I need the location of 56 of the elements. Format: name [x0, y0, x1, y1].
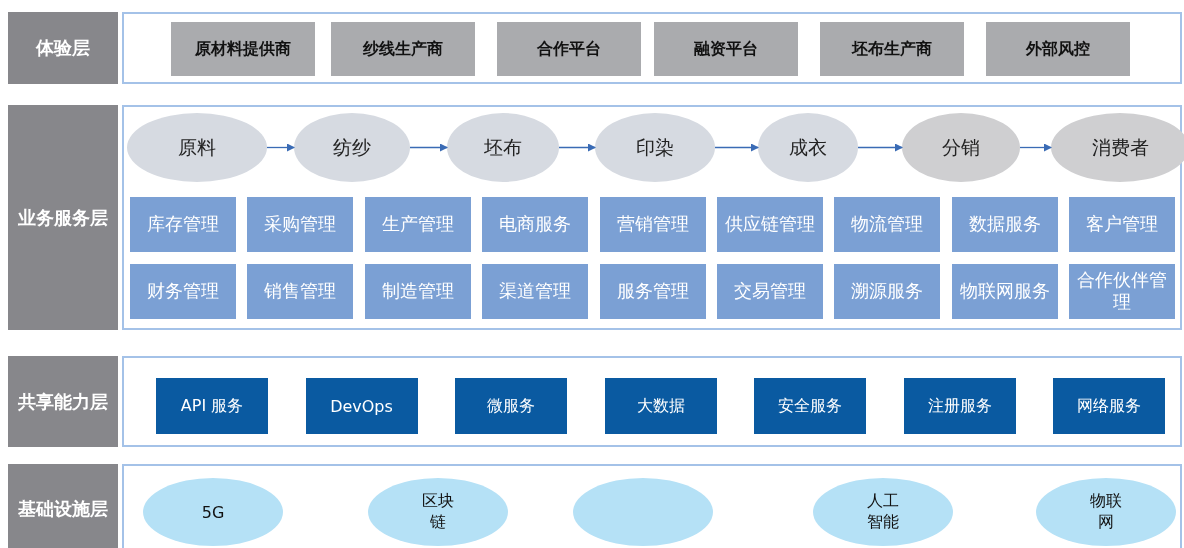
- service-box: 交易管理: [717, 264, 823, 319]
- service-box: 服务管理: [599, 264, 706, 319]
- service-box: 物流管理: [834, 197, 941, 252]
- capability-box: 网络服务: [1053, 378, 1165, 434]
- stage-ellipse: 纺纱: [294, 113, 410, 182]
- layer-label: 体验层: [8, 12, 118, 84]
- service-box: 财务管理: [130, 264, 236, 319]
- role-box: 外部风控: [986, 22, 1130, 76]
- layer-panel: [122, 105, 1182, 330]
- role-box: 坯布生产商: [820, 22, 964, 76]
- layer-label: 基础设施层: [8, 464, 118, 548]
- service-box: 电商服务: [482, 197, 589, 252]
- stage-ellipse: 坯布: [447, 113, 559, 182]
- stage-ellipse: 成衣: [758, 113, 858, 182]
- service-box: 合作伙伴管理: [1069, 264, 1176, 319]
- infrastructure-ellipse: 人工智能: [813, 478, 953, 546]
- capability-box: 安全服务: [754, 378, 866, 434]
- arrow: [558, 143, 596, 152]
- service-box: 数据服务: [951, 197, 1058, 252]
- service-box: 溯源服务: [834, 264, 941, 319]
- role-box: 融资平台: [654, 22, 798, 76]
- stage-ellipse: 消费者: [1051, 113, 1184, 182]
- arrow: [266, 143, 295, 152]
- service-box: 渠道管理: [482, 264, 589, 319]
- layer-panel: [122, 12, 1182, 84]
- service-box: 客户管理: [1069, 197, 1176, 252]
- layer-label: 共享能力层: [8, 356, 118, 447]
- infrastructure-ellipse: 区块链: [368, 478, 508, 546]
- role-box: 合作平台: [497, 22, 641, 76]
- arrow: [409, 143, 448, 152]
- capability-box: 大数据: [604, 378, 717, 434]
- layer-panel: [122, 464, 1182, 548]
- arrow: [714, 143, 759, 152]
- infrastructure-ellipse: 物联网: [1036, 478, 1176, 546]
- infrastructure-ellipse: 5G: [143, 478, 283, 546]
- capability-box: 微服务: [455, 378, 567, 434]
- capability-box: 注册服务: [903, 378, 1016, 434]
- capability-box: DevOps: [305, 378, 418, 434]
- service-box: 制造管理: [364, 264, 471, 319]
- capability-box: API 服务: [156, 378, 268, 434]
- role-box: 纱线生产商: [331, 22, 475, 76]
- service-box: 生产管理: [364, 197, 471, 252]
- service-box: 营销管理: [599, 197, 706, 252]
- stage-ellipse: 原料: [127, 113, 267, 182]
- layer-panel: [122, 356, 1182, 447]
- service-box: 采购管理: [247, 197, 354, 252]
- service-box: 物联网服务: [951, 264, 1058, 319]
- service-box: 库存管理: [130, 197, 236, 252]
- service-box: 销售管理: [247, 264, 354, 319]
- role-box: 原材料提供商: [171, 22, 315, 76]
- stage-ellipse: 印染: [595, 113, 715, 182]
- arrow: [857, 143, 903, 152]
- layer-label: 业务服务层: [8, 105, 118, 330]
- stage-ellipse: 分销: [902, 113, 1020, 182]
- service-box: 供应链管理: [717, 197, 823, 252]
- arrow: [1019, 143, 1052, 152]
